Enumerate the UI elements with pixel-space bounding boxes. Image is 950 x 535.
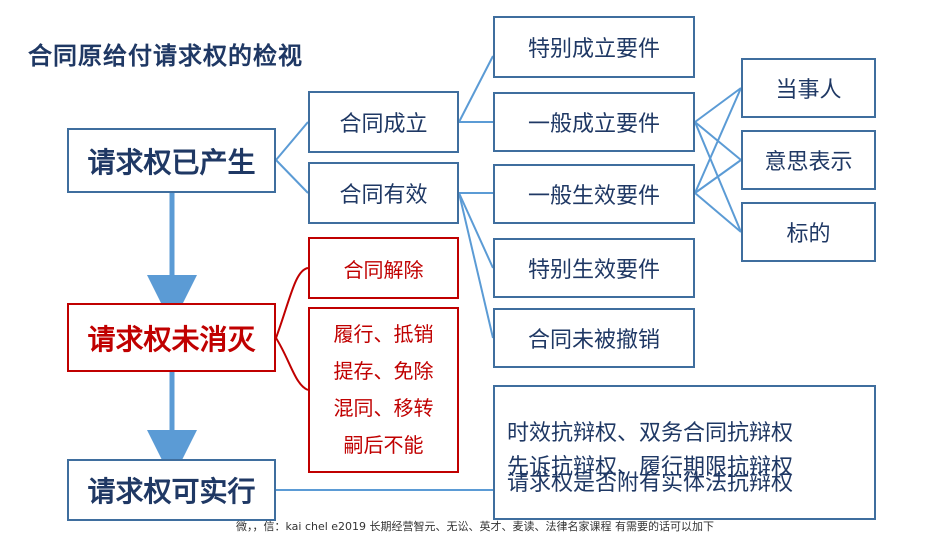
link-genvalid-subject xyxy=(694,192,742,233)
link-notext-rescission xyxy=(275,267,309,339)
footer-note: 微，，信：kai chel e2019 长期经营智元、无讼、英才、麦读、法律名家… xyxy=(235,520,715,533)
stage-produced-label: 请求权已产生 xyxy=(87,145,256,179)
stage-enforceable-label: 请求权可实行 xyxy=(87,475,256,508)
req-general-validity-label: 一般生效要件 xyxy=(527,184,660,209)
req-general-formation-label: 一般成立要件 xyxy=(527,112,660,137)
extinction-cause-2: 提存、免除 xyxy=(333,359,434,383)
req-general-validity: 一般生效要件 xyxy=(493,164,695,224)
link-notext-causes xyxy=(275,337,309,391)
stage-not-extinguished: 请求权未消灭 xyxy=(67,303,276,372)
req-special-formation-label: 特别成立要件 xyxy=(527,37,660,62)
element-parties: 当事人 xyxy=(741,58,876,118)
req-special-formation: 特别成立要件 xyxy=(493,16,695,78)
element-parties-label: 当事人 xyxy=(775,78,842,103)
defenses-line-3: 请求权是否附有实体法抗辩权 xyxy=(507,471,794,497)
req-special-validity: 特别生效要件 xyxy=(493,238,695,298)
stage-enforceable: 请求权可实行 xyxy=(67,459,276,521)
extinction-cause-3: 混同、移转 xyxy=(333,396,434,420)
link-genvalid-intent xyxy=(694,159,742,194)
element-intent: 意思表示 xyxy=(741,130,876,190)
defenses-box: 时效抗辩权、双务合同抗辩权 先诉抗辩权、履行期限抗辩权 请求权是否附有实体法抗辩… xyxy=(493,385,876,520)
element-subject-label: 标的 xyxy=(786,222,831,247)
branch-rescission: 合同解除 xyxy=(308,237,459,299)
link-formation-special xyxy=(458,55,494,123)
stage-produced: 请求权已产生 xyxy=(67,128,276,193)
branch-formation: 合同成立 xyxy=(308,91,459,153)
link-validity-special xyxy=(458,192,494,269)
extinction-cause-1: 履行、抵销 xyxy=(333,322,434,346)
page-title: 合同原给付请求权的检视 xyxy=(28,42,303,70)
link-produced-formation xyxy=(275,121,309,161)
req-special-validity-label: 特别生效要件 xyxy=(527,258,660,283)
element-intent-label: 意思表示 xyxy=(764,150,853,175)
req-not-revoked: 合同未被撤销 xyxy=(493,308,695,368)
link-genform-parties xyxy=(694,87,742,123)
defenses-line-2: 先诉抗辩权、履行期限抗辩权 xyxy=(507,455,794,481)
branch-validity: 合同有效 xyxy=(308,162,459,224)
branch-formation-label: 合同成立 xyxy=(339,112,428,137)
element-subject: 标的 xyxy=(741,202,876,262)
branch-rescission-label: 合同解除 xyxy=(343,257,424,282)
defenses-line-1: 时效抗辩权、双务合同抗辩权 xyxy=(507,421,794,446)
link-genvalid-parties xyxy=(694,87,742,194)
defenses-overlap: 先诉抗辩权、履行期限抗辩权 请求权是否附有实体法抗辩权 xyxy=(507,451,867,496)
branch-validity-label: 合同有效 xyxy=(339,183,428,208)
branch-extinction-causes: 履行、抵销 提存、免除 混同、移转 嗣后不能 xyxy=(308,307,459,473)
link-produced-validity xyxy=(275,159,309,194)
stage-not-extinguished-label: 请求权未消灭 xyxy=(87,322,256,356)
req-general-formation: 一般成立要件 xyxy=(493,92,695,152)
link-validity-notrevoked xyxy=(458,192,494,339)
req-not-revoked-label: 合同未被撤销 xyxy=(527,328,660,353)
extinction-cause-4: 嗣后不能 xyxy=(343,433,424,457)
